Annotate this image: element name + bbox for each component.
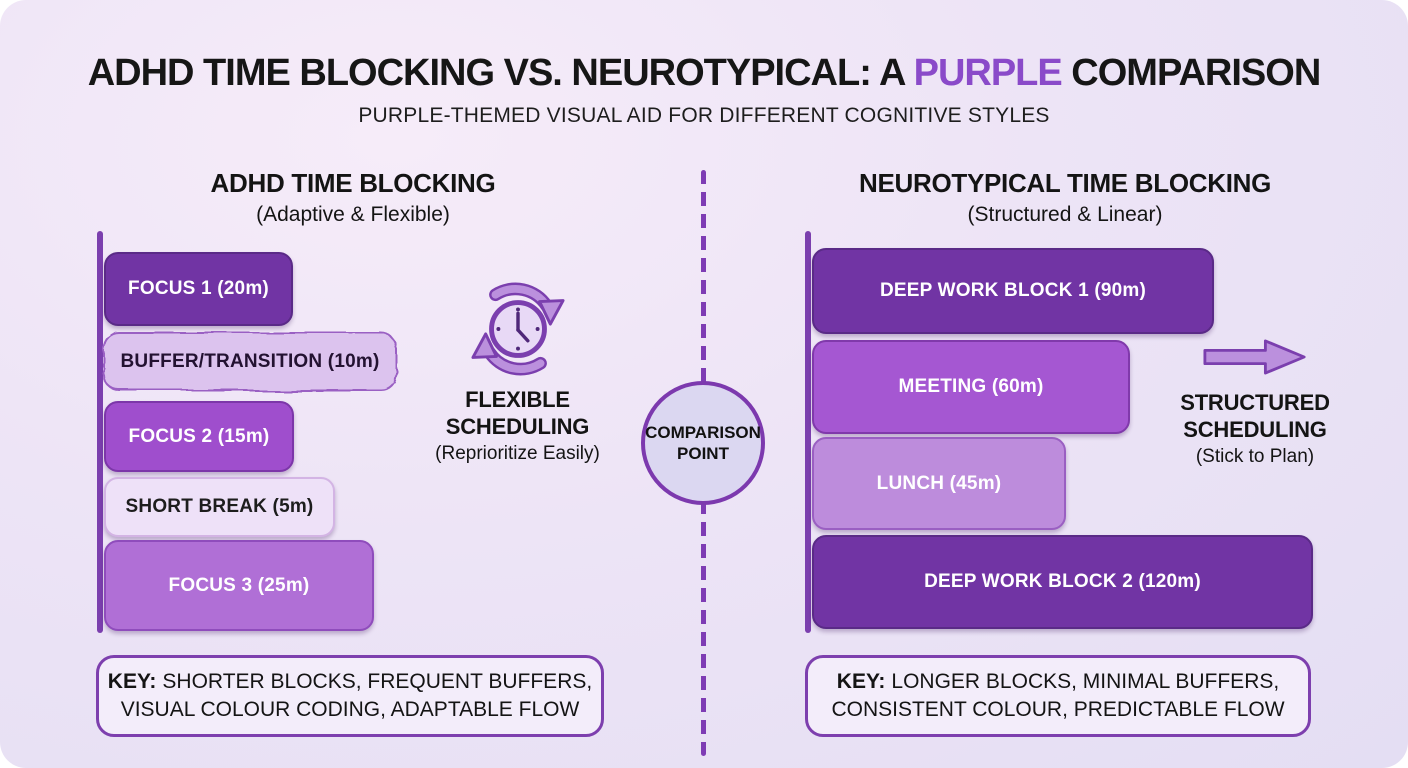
right-column-subtitle: (Structured & Linear) xyxy=(967,203,1163,226)
key-line-2: CONSISTENT COLOUR, PREDICTABLE FLOW xyxy=(831,698,1285,721)
block-label: LUNCH (45m) xyxy=(876,472,1002,494)
left-column-title: ADHD TIME BLOCKING xyxy=(210,168,496,198)
block-label: DEEP WORK BLOCK 2 (120m) xyxy=(924,571,1201,592)
key-text: SHORTER BLOCKS, FREQUENT BUFFERS, xyxy=(162,670,593,693)
structured-scheduling-line2: SCHEDULING xyxy=(1183,417,1327,442)
key-label: KEY: xyxy=(107,670,157,693)
structured-scheduling-line1: STRUCTURED xyxy=(1180,390,1330,415)
structured-scheduling-subtitle: (Stick to Plan) xyxy=(1195,446,1315,467)
comparison-point-badge: COMPARISON POINT xyxy=(641,381,765,505)
key-line-2: VISUAL COLOUR CODING, ADAPTABLE FLOW xyxy=(120,698,580,721)
flexible-scheduling-line1: FLEXIBLE xyxy=(465,387,570,412)
left-column-header: ADHD TIME BLOCKING (Adaptive & Flexible) xyxy=(128,168,578,227)
flexible-scheduling-subtitle: (Reprioritize Easily) xyxy=(435,443,600,464)
block-label: MEETING (60m) xyxy=(898,376,1044,397)
flexible-scheduling-line2: SCHEDULING xyxy=(445,414,590,439)
block-label: SHORT BREAK (5m) xyxy=(125,496,314,517)
right-arrow-icon xyxy=(1203,337,1307,377)
block-label: DEEP WORK BLOCK 1 (90m) xyxy=(879,280,1147,301)
comparison-point-line1: COMPARISON xyxy=(645,423,761,442)
key-box-left: KEY:SHORTER BLOCKS, FREQUENT BUFFERS, VI… xyxy=(96,655,604,737)
block-label: FOCUS 3 (25m) xyxy=(168,574,310,596)
right-column-title: NEUROTYPICAL TIME BLOCKING xyxy=(858,168,1272,198)
block-lunch: LUNCH (45m) xyxy=(812,437,1066,530)
block-focus-1: FOCUS 1 (20m) xyxy=(104,252,293,326)
title-highlight: PURPLE xyxy=(913,52,1063,94)
key-line-1: KEY:LONGER BLOCKS, MINIMAL BUFFERS, xyxy=(837,668,1279,696)
block-buffer-transition: BUFFER/TRANSITION (10m) xyxy=(102,331,398,392)
structured-scheduling-annotation: STRUCTURED SCHEDULING (Stick to Plan) xyxy=(1160,337,1350,468)
right-column-header: NEUROTYPICAL TIME BLOCKING (Structured &… xyxy=(840,168,1290,227)
flexible-scheduling-annotation: FLEXIBLE SCHEDULING (Reprioritize Easily… xyxy=(420,280,615,465)
block-label: FOCUS 1 (20m) xyxy=(128,278,269,299)
title-suffix: COMPARISON xyxy=(1061,52,1321,94)
wavy-block-background xyxy=(103,332,397,391)
key-text: LONGER BLOCKS, MINIMAL BUFFERS, xyxy=(891,670,1280,693)
block-focus-3: FOCUS 3 (25m) xyxy=(104,540,374,631)
block-meeting: MEETING (60m) xyxy=(812,340,1130,434)
block-label: FOCUS 2 (15m) xyxy=(128,425,270,447)
left-timeline-axis xyxy=(97,231,103,633)
key-box-right: KEY:LONGER BLOCKS, MINIMAL BUFFERS, CONS… xyxy=(805,655,1311,737)
right-timeline-axis xyxy=(805,231,811,633)
key-label: KEY: xyxy=(836,670,886,693)
comparison-point-line2: POINT xyxy=(677,444,729,463)
title-prefix: ADHD TIME BLOCKING VS. NEUROTYPICAL: A xyxy=(87,52,914,94)
page-subtitle: PURPLE-THEMED VISUAL AID FOR DIFFERENT C… xyxy=(358,104,1050,127)
block-label: BUFFER/TRANSITION (10m) xyxy=(120,350,380,372)
block-short-break: SHORT BREAK (5m) xyxy=(104,477,335,537)
block-deep-work-2: DEEP WORK BLOCK 2 (120m) xyxy=(812,535,1313,629)
cycle-clock-icon xyxy=(468,280,568,378)
left-column-subtitle: (Adaptive & Flexible) xyxy=(256,203,450,226)
key-line-1: KEY:SHORTER BLOCKS, FREQUENT BUFFERS, xyxy=(108,668,592,696)
block-focus-2: FOCUS 2 (15m) xyxy=(104,401,294,472)
page-title: ADHD TIME BLOCKING VS. NEUROTYPICAL: A P… xyxy=(0,52,1408,95)
block-deep-work-1: DEEP WORK BLOCK 1 (90m) xyxy=(812,248,1214,334)
